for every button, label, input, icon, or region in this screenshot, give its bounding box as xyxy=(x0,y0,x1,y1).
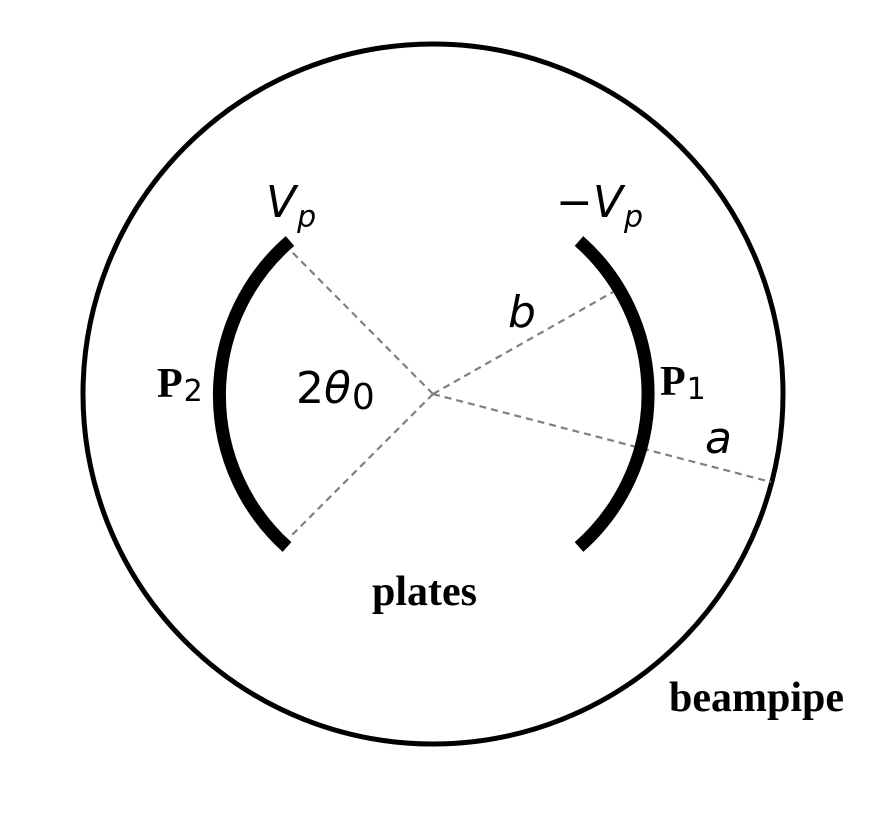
plates-caption: plates xyxy=(372,569,477,615)
right-voltage-subscript: p xyxy=(623,200,643,235)
beampipe-circle xyxy=(80,41,786,747)
right-plate-index: 1 xyxy=(687,372,706,407)
left-plate-letter: P xyxy=(157,361,183,407)
pipe-radius-label: a xyxy=(705,413,732,464)
right-plate xyxy=(574,236,655,552)
plate-radius-line xyxy=(432,291,614,395)
pipe-radius-line xyxy=(432,392,772,484)
right-voltage-sign: − xyxy=(556,177,593,228)
left-plate xyxy=(212,236,295,552)
left-voltage-subscript: p xyxy=(296,200,316,235)
angle-ray-upper xyxy=(288,248,434,395)
angle-symbol: θ xyxy=(324,363,351,414)
plate-radius-label: b xyxy=(508,287,536,338)
right-voltage-symbol: V xyxy=(593,177,626,228)
left-voltage-label: Vp xyxy=(266,177,316,235)
left-plate-index: 2 xyxy=(184,374,203,409)
right-plate-label: P1 xyxy=(660,359,706,407)
angle-label: 2θ0 xyxy=(296,363,375,418)
angle-prefix: 2 xyxy=(296,363,324,414)
right-voltage-label: −Vp xyxy=(556,177,643,235)
angle-subscript: 0 xyxy=(352,377,375,418)
beampipe-caption: beampipe xyxy=(669,675,844,721)
left-plate-label: P2 xyxy=(157,361,203,409)
left-voltage-symbol: V xyxy=(266,177,299,228)
angle-ray-lower xyxy=(288,393,434,539)
right-plate-letter: P xyxy=(660,359,686,405)
